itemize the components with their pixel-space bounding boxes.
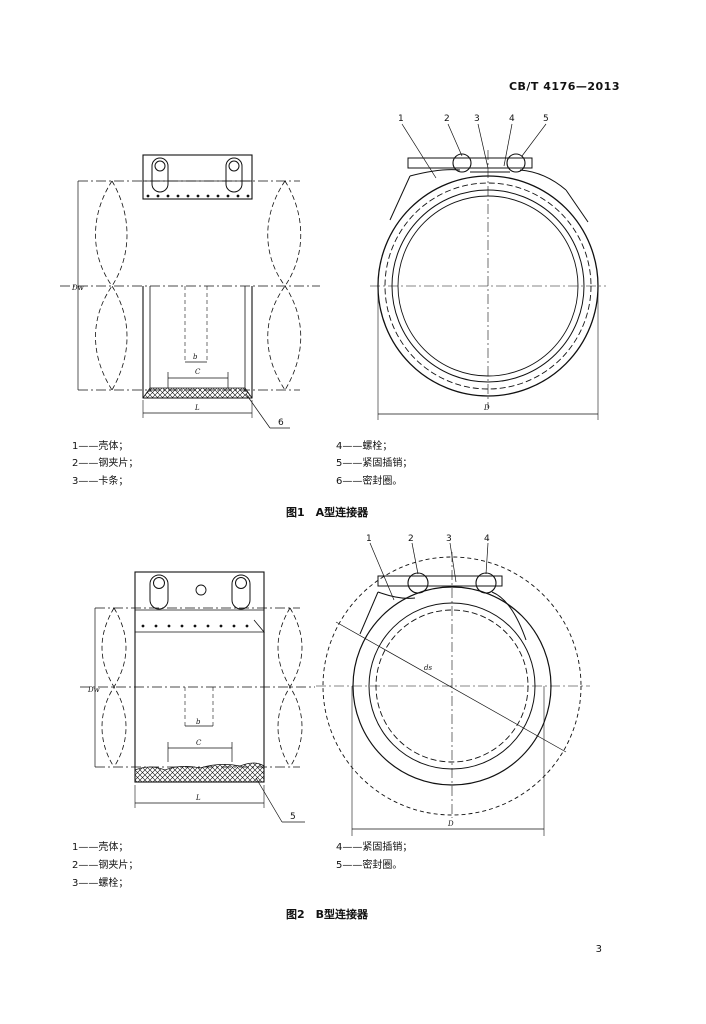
fig2-caption: 图2 B型连接器 xyxy=(286,908,369,921)
fig2-callout-5: 5 xyxy=(290,812,296,822)
standard-number: CB/T 4176—2013 xyxy=(508,80,620,93)
page-number: 3 xyxy=(595,944,602,955)
fig1-caption: 图1 A型连接器 xyxy=(286,506,369,519)
fig2-legend-item-2: 2——钢夹片； xyxy=(72,860,139,871)
fig2-d-label: D xyxy=(447,820,454,828)
fig1-callout-2: 2 xyxy=(444,114,450,124)
fig2-callout-4: 4 xyxy=(484,534,490,544)
fig1-dw-label: Dw xyxy=(71,284,84,292)
fig2-legend-item-5: 5——密封圈。 xyxy=(336,860,403,871)
fig1-side-view xyxy=(60,154,320,429)
fig1-callout-4: 4 xyxy=(509,114,515,124)
fig2-callout-2: 2 xyxy=(408,534,414,544)
fig2-callout-1: 1 xyxy=(366,534,372,544)
fig1-legend-item-4: 4——螺栓； xyxy=(336,441,393,452)
fig2-dw-label: Dw xyxy=(87,686,100,694)
fig1-d-label: D xyxy=(483,404,490,412)
fig2-legend-item-3: 3——螺栓； xyxy=(72,878,129,889)
fig1-c-label: C xyxy=(195,368,201,376)
fig2-legend-item-1: 1——壳体； xyxy=(72,842,129,853)
fig2-c-label: C xyxy=(196,739,202,747)
fig2-legend-item-4: 4——紧固插销； xyxy=(336,842,413,853)
fig2-ds-label: ds xyxy=(424,664,432,672)
fig1-l-label: L xyxy=(194,404,200,412)
fig1-callout-1: 1 xyxy=(398,114,404,124)
fig1-callout-3: 3 xyxy=(474,114,480,124)
fig1-legend-item-2: 2——钢夹片； xyxy=(72,458,139,469)
fig2-l-label: L xyxy=(195,794,201,802)
fig2-callout-3: 3 xyxy=(446,534,452,544)
fig1-legend-item-5: 5——紧固插销； xyxy=(336,458,413,469)
fig1-end-view xyxy=(370,123,606,420)
fig2-end-view xyxy=(316,542,590,836)
fig2-side-view xyxy=(80,571,315,823)
fig1-legend-item-1: 1——壳体； xyxy=(72,441,129,452)
fig1-legend-item-3: 3——卡条； xyxy=(72,476,129,487)
fig1-legend-item-6: 6——密封圈。 xyxy=(336,476,403,487)
fig2-b-label: b xyxy=(196,718,201,726)
fig1-callout-5: 5 xyxy=(543,114,549,124)
fig1-b-label: b xyxy=(193,353,198,361)
fig1-callout-6: 6 xyxy=(278,418,284,428)
